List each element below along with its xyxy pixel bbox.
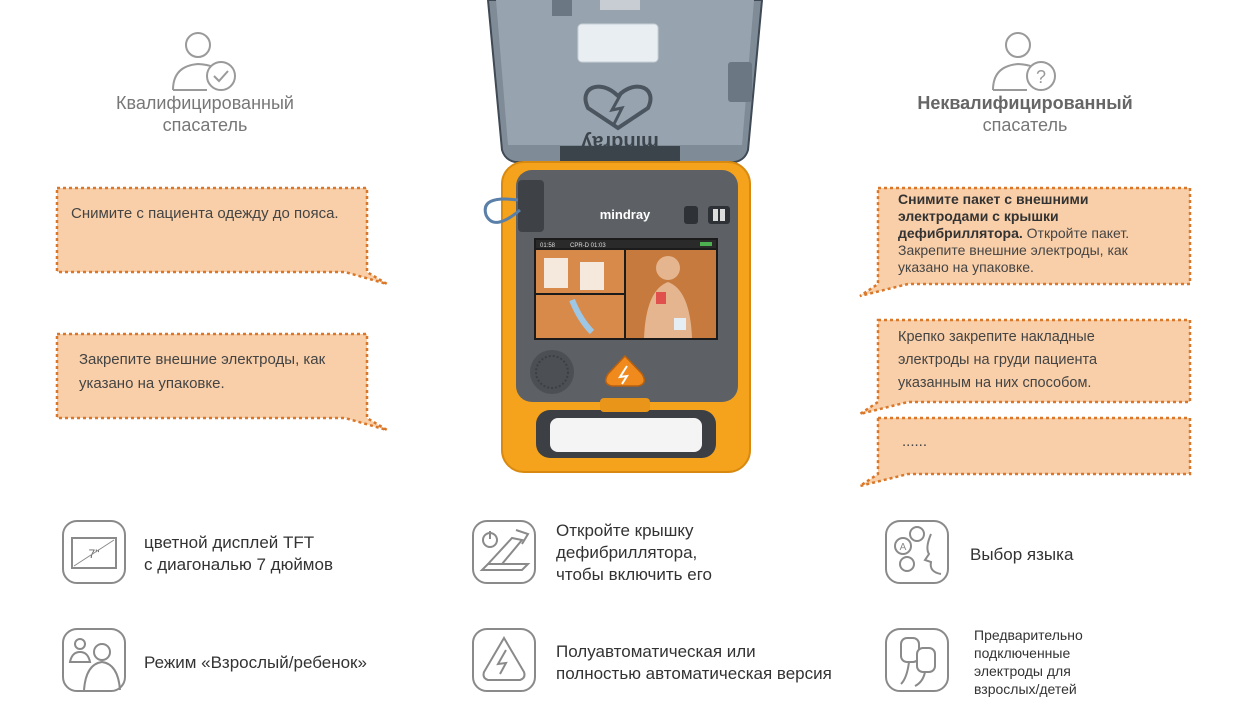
language-select-icon: A (885, 520, 949, 584)
feature-open-lid-text: Откройте крышку дефибриллятора, чтобы вк… (556, 521, 712, 584)
feature-display-text: цветной дисплей TFT с диагональю 7 дюймо… (144, 533, 333, 574)
right-step-bubble: ...... (858, 416, 1194, 488)
screen-time-text: 01:58 (540, 243, 556, 249)
screen-7in-icon: 7" (62, 520, 126, 584)
screen-size-label: 7" (89, 547, 100, 561)
feature-pads-text: Предварительно подключенные электроды дл… (974, 627, 1083, 697)
open-lid-power-icon (472, 520, 536, 584)
shock-bolt-icon (472, 628, 536, 692)
adult-child-icon (62, 628, 126, 692)
right-step-bold: Снимите пакет с внешними электродами с к… (898, 191, 1089, 241)
feature-adult-child-text: Режим «Взрослый/ребенок» (144, 653, 367, 672)
left-step-bubble: Закрепите внешние электроды, как указано… (55, 332, 395, 434)
unqualified-rescuer-title: Неквалифицированный спасатель (917, 93, 1133, 135)
user-question-icon: ? (985, 28, 1065, 98)
device-brand-text: mindray (600, 207, 651, 222)
right-step-bubble: Снимите пакет с внешними электродами с к… (858, 186, 1194, 298)
screen-cpr-text: CPR-D 01:03 (570, 243, 606, 249)
svg-text:A: A (900, 542, 907, 553)
feature-language-text: Выбор языка (970, 545, 1074, 564)
user-check-icon (165, 28, 245, 98)
pads-icon (885, 628, 949, 692)
right-step-bubble: Крепко закрепите накладные электроды на … (858, 318, 1194, 416)
feature-auto-text: Полуавтоматическая или полностью автомат… (556, 642, 832, 683)
right-step-text: Откройте пакет. Закрепите внешние электр… (898, 225, 1130, 275)
aed-device-image: mindray mindray 01:58 CPR-D 01:03 (480, 0, 770, 480)
svg-text:?: ? (1036, 67, 1046, 87)
left-step-bubble: Снимите с пациента одежду до пояса. (55, 186, 395, 288)
qualified-rescuer-title: Квалифицированный спасатель (116, 93, 294, 135)
